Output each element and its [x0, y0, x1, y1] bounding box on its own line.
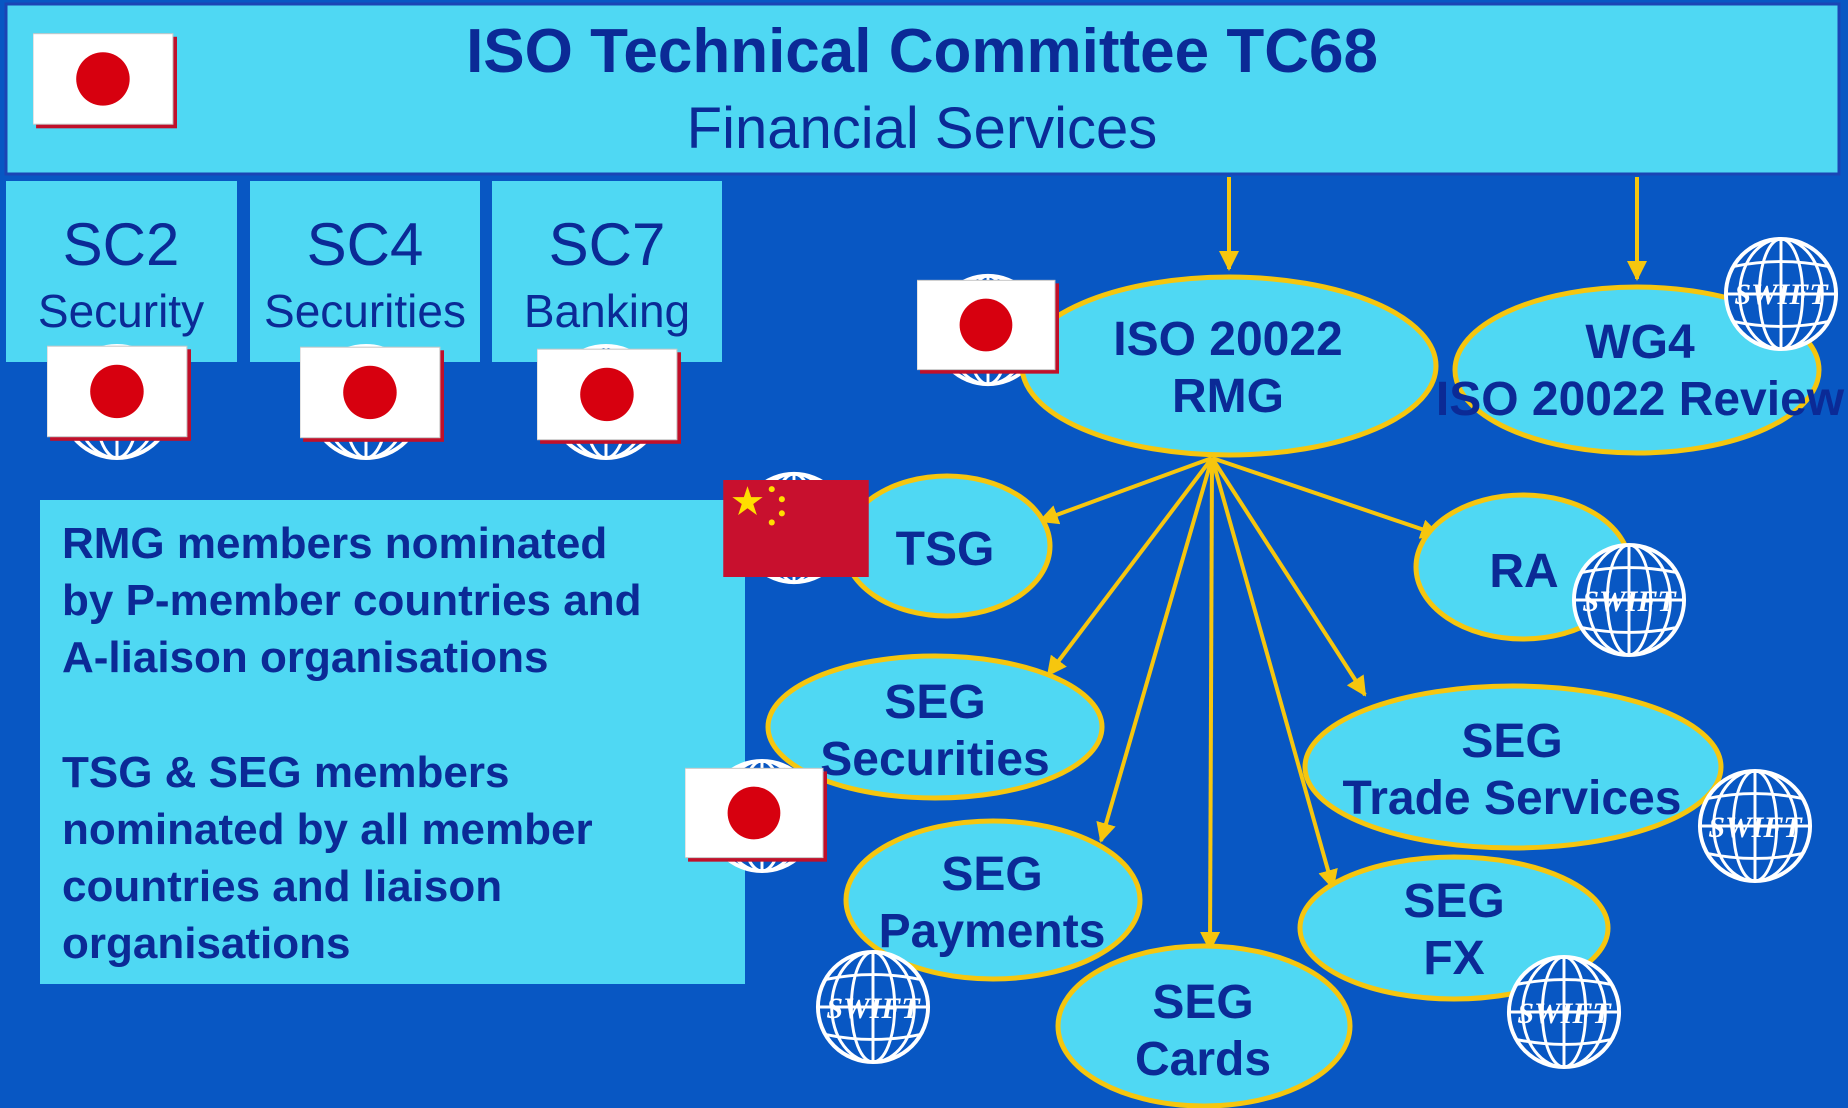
subcommittee-code: SC2 — [63, 211, 180, 278]
arrow-rmg-to-ra — [1211, 456, 1441, 539]
node-label-line-1: TSG — [896, 523, 995, 576]
node-label-line-2: RMG — [1172, 370, 1284, 423]
japan-flag-icon — [300, 346, 444, 443]
node-seg-fx: SEG FX SWIFT — [1297, 854, 1622, 1070]
arrow-rmg-to-seg-trade — [1210, 456, 1367, 697]
node-label-line-1: RA — [1489, 545, 1558, 598]
japan-flag-icon — [33, 33, 177, 129]
arrow-rmg-to-seg-cards — [1200, 457, 1221, 952]
subcommittee-name: Security — [38, 285, 204, 337]
node-label-line-2: FX — [1423, 932, 1484, 985]
header-title: ISO Technical Committee TC68 — [466, 17, 1378, 86]
note-seg-line-1: TSG & SEG members — [62, 748, 509, 797]
header-subtitle: Financial Services — [687, 96, 1158, 161]
node-ra: RA SWIFT — [1413, 492, 1687, 658]
node-label-line-2: ISO 20022 Review — [1436, 373, 1845, 426]
note-seg-line-4: organisations — [62, 919, 351, 968]
header-bar: ISO Technical Committee TC68 Financial S… — [4, 2, 1841, 176]
arrow-rmg-to-seg-payments — [1096, 457, 1214, 843]
note-rmg-line-2: by P-member countries and — [62, 576, 641, 625]
node-label-line-1: WG4 — [1585, 316, 1695, 369]
subcommittee-code: SC7 — [549, 211, 666, 278]
japan-flag-icon — [537, 348, 681, 445]
node-label-line-2: Cards — [1135, 1033, 1271, 1086]
node-label-line-2: Securities — [820, 733, 1049, 786]
node-label-line-1: ISO 20022 — [1113, 313, 1343, 366]
japan-flag-icon — [685, 758, 827, 874]
note-seg-line-2: nominated by all member — [62, 805, 593, 854]
arrow-rmg-to-tsg — [1038, 456, 1213, 525]
node-tsg: TSG — [723, 471, 1053, 619]
china-flag-icon — [723, 480, 869, 577]
node-seg-trade-services: SEG Trade Services SWIFT — [1302, 683, 1813, 884]
swift-logo-text: SWIFT — [1708, 811, 1803, 844]
node-label-line-1: SEG — [941, 848, 1042, 901]
swift-logo-icon: SWIFT — [1723, 236, 1839, 352]
node-label-line-1: SEG — [1152, 976, 1253, 1029]
swift-logo-text: SWIFT — [1582, 585, 1677, 618]
swift-logo-icon: SWIFT — [1571, 542, 1687, 658]
arrow-rmg-to-seg-securities — [1046, 456, 1214, 677]
note-rmg-line-3: A-liaison organisations — [62, 633, 549, 682]
arrow-rmg-to-seg-fx — [1210, 457, 1338, 890]
subcommittee-sc7: SC7 Banking — [492, 181, 722, 460]
node-label-line-2: Trade Services — [1343, 772, 1682, 825]
node-seg-cards: SEG Cards — [1055, 943, 1353, 1108]
subcommittee-code: SC4 — [307, 211, 424, 278]
japan-flag-icon — [917, 279, 1059, 375]
node-label-line-2: Payments — [879, 905, 1106, 958]
node-label-line-1: SEG — [1461, 715, 1562, 768]
connector-arrows — [1038, 177, 1647, 952]
node-iso20022-rmg: ISO 20022 RMG — [917, 273, 1439, 458]
membership-notes-box: RMG members nominated by P-member countr… — [40, 500, 745, 984]
subcommittee-sc4: SC4 Securities — [250, 181, 480, 460]
swift-logo-text: SWIFT — [1734, 278, 1829, 311]
subcommittee-name: Securities — [264, 285, 466, 337]
swift-logo-icon: SWIFT — [815, 949, 931, 1065]
subcommittee-sc2: SC2 Security — [6, 181, 237, 460]
node-seg-securities: SEG Securities — [765, 653, 1105, 801]
japan-flag-icon — [47, 345, 191, 442]
swift-logo-text: SWIFT — [1517, 997, 1612, 1030]
node-seg-payments: SEG Payments SWIFT — [685, 758, 1143, 1065]
node-wg4: WG4 ISO 20022 Review SWIFT — [1436, 236, 1845, 456]
node-label-line-1: SEG — [1403, 875, 1504, 928]
note-seg-line-3: countries and liaison — [62, 862, 502, 911]
subcommittee-name: Banking — [524, 285, 690, 337]
node-label-line-1: SEG — [884, 676, 985, 729]
swift-logo-icon: SWIFT — [1697, 768, 1813, 884]
note-rmg-line-1: RMG members nominated — [62, 519, 607, 568]
swift-logo-icon: SWIFT — [1506, 954, 1622, 1070]
swift-logo-text: SWIFT — [826, 992, 921, 1025]
